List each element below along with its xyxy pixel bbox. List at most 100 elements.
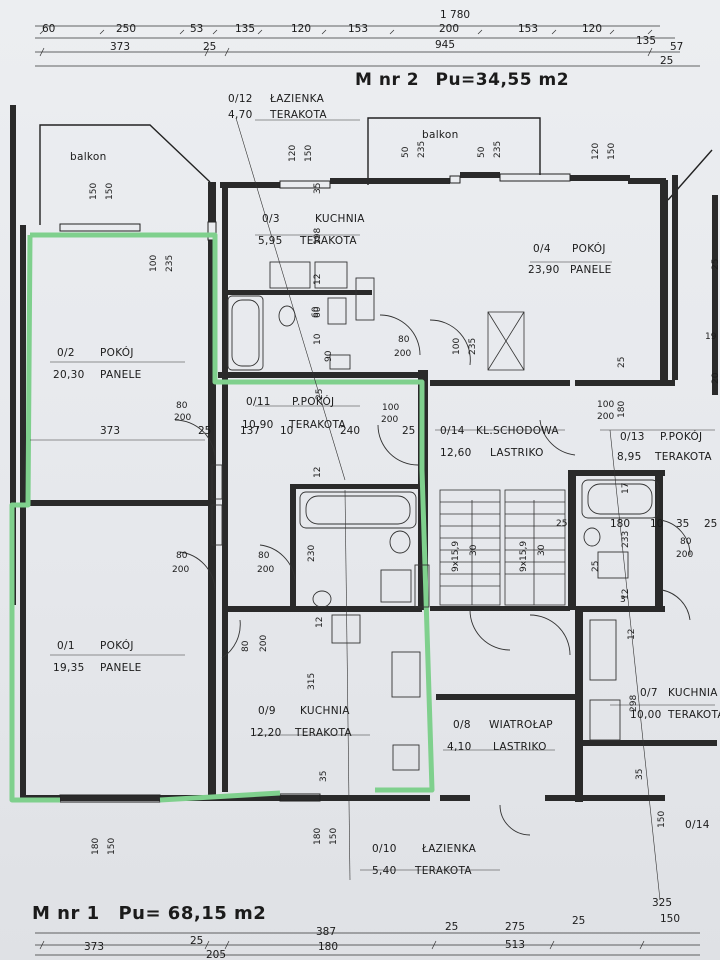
room-0-9-area: 12,20 <box>250 727 282 739</box>
dim-int-1: 373 <box>100 425 121 437</box>
dim-v-40: 150 <box>657 810 667 828</box>
dim-open-5: 100 <box>597 400 615 410</box>
dim-v-1: 120 <box>288 144 298 162</box>
balcony-label-center: balkon <box>422 129 459 141</box>
dim-top-4: 135 <box>235 23 256 35</box>
dim-v-36: 180 <box>91 837 101 855</box>
room-0-2-name: POKÓJ <box>100 347 134 359</box>
dim-top-6: 153 <box>348 23 369 35</box>
dim-bottom-r3-1: 205 <box>206 949 227 960</box>
dim-v-32: 35 <box>319 770 329 782</box>
dim-v-47: 25 <box>556 519 568 529</box>
dim-v-29: 233 <box>621 530 631 548</box>
room-0-1-name: POKÓJ <box>100 640 134 652</box>
dim-int-8: 25 <box>402 425 416 437</box>
room-0-3-floor: TERAKOTA <box>300 235 357 247</box>
dim-bottom-1: 387 <box>316 926 337 938</box>
dim-v-42: 200 <box>259 634 269 652</box>
dim-top-10: 135 <box>636 35 657 47</box>
apartment-1-heading: M nr 1 Pu= 68,15 m2 <box>32 905 266 923</box>
room-0-13-floor: TERAKOTA <box>655 451 712 463</box>
room-0-11-floor: TERAKOTA <box>289 419 346 431</box>
room-0-8-name: WIATROŁAP <box>489 719 553 731</box>
room-0-14-id: 0/14 <box>440 425 465 437</box>
room-0-13-id: 0/13 <box>620 431 645 443</box>
dim-v-10: 150 <box>105 182 115 200</box>
dim-v-35: 150 <box>329 827 339 845</box>
dim-top-1: 60 <box>42 23 56 35</box>
dim-int-2: 25 <box>198 425 212 437</box>
room-0-13-name: P.POKÓJ <box>660 431 703 443</box>
dim-v-22: 25 <box>617 356 627 368</box>
room-0-2-area: 20,30 <box>53 369 85 381</box>
dim-int-7: 240 <box>340 425 361 437</box>
room-0-8-floor: LASTRIKO <box>493 741 547 753</box>
dim-v-21: 235 <box>468 337 478 355</box>
dim-open-1: 80 <box>176 401 188 411</box>
dim-v-6: 235 <box>493 140 503 158</box>
dim-bottom-2: 25 <box>445 921 459 933</box>
room-0-1-floor: PANELE <box>100 662 142 674</box>
room-0-4-floor: PANELE <box>570 264 612 276</box>
apartment-2-area: Pu=34,55 m2 <box>435 70 570 90</box>
dim-v-38: 12 <box>627 628 637 640</box>
dim-int-12: 25 <box>704 518 718 530</box>
room-0-4-area: 23,90 <box>528 264 560 276</box>
dim-v-31: 298 <box>629 694 639 712</box>
room-0-11-area: 10,90 <box>242 419 274 431</box>
dim-v-28: 17 <box>621 482 631 494</box>
dim-top-r2-2: 25 <box>203 41 217 53</box>
dim-v-7: 120 <box>591 142 601 160</box>
dim-open-11: 80 <box>258 551 270 561</box>
dim-open-12: 200 <box>257 565 275 575</box>
dim-v-48: 25 <box>591 560 601 572</box>
dim-int-4: 10 <box>280 425 294 437</box>
dim-bottom-r2-5: 150 <box>660 913 681 925</box>
dim-v-17: 10 <box>313 333 323 345</box>
dim-v-12: 235 <box>165 254 175 272</box>
room-0-12-area: 4,70 <box>228 109 253 121</box>
dim-v-8: 150 <box>607 142 617 160</box>
dim-top-7: 200 <box>439 23 460 35</box>
dim-v-49: 19 <box>705 332 717 342</box>
dim-v-34: 180 <box>313 827 323 845</box>
room-0-10-floor: TERAKOTA <box>415 865 472 877</box>
room-0-11-id: 0/11 <box>246 396 271 408</box>
dim-bottom-5: 325 <box>652 897 673 909</box>
apartment-1-area: Pu= 68,15 m2 <box>118 903 267 924</box>
room-0-12-id: 0/12 <box>228 93 253 105</box>
dimension-lines <box>35 25 700 956</box>
dim-bottom-r2-1: 373 <box>84 941 105 953</box>
dim-top-r2-1: 373 <box>110 41 131 53</box>
door-swings <box>174 314 691 836</box>
dim-v-45: 9x15,9 <box>519 540 529 572</box>
dim-v-43: 9x15,9 <box>451 540 461 572</box>
dim-v-23: 180 <box>617 400 627 418</box>
staircase <box>439 311 566 606</box>
room-0-9-floor: TERAKOTA <box>295 727 352 739</box>
room-0-4-name: POKÓJ <box>572 243 606 255</box>
dim-open-14: 200 <box>394 349 412 359</box>
dim-open-9: 80 <box>176 551 188 561</box>
dim-int-11: 35 <box>676 518 690 530</box>
dim-open-10: 200 <box>172 565 190 575</box>
dim-v-26: 315 <box>307 672 317 690</box>
balcony-outlines <box>39 117 713 225</box>
dim-v-33: 35 <box>635 768 645 780</box>
room-0-10-id: 0/10 <box>372 843 397 855</box>
apartment-2-heading: M nr 2 Pu=34,55 m2 <box>355 72 569 89</box>
room-0-12-floor: TERAKOTA <box>270 109 327 121</box>
dim-open-2: 200 <box>174 413 192 423</box>
room-0-9-name: KUCHNIA <box>300 705 350 717</box>
room-0-14-b-id: 0/14 <box>685 819 710 831</box>
dim-top-9: 120 <box>582 23 603 35</box>
dim-v-3: 50 <box>401 146 411 158</box>
dim-v-46: 30 <box>537 544 547 556</box>
dim-top-11: 57 <box>670 41 684 53</box>
dim-top-5: 120 <box>291 23 312 35</box>
dim-v-51: 20 <box>711 372 720 384</box>
dim-int-3: 137 <box>240 425 261 437</box>
room-0-10-name: ŁAZIENKA <box>422 843 477 855</box>
room-label-lines <box>30 119 715 871</box>
room-0-12-name: ŁAZIENKA <box>270 93 325 105</box>
